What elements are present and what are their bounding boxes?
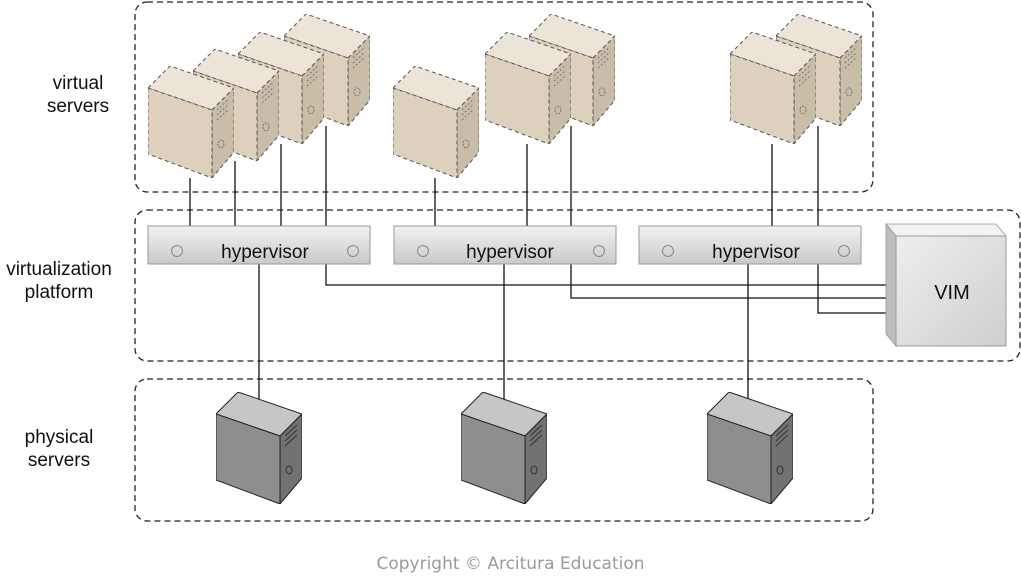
layer-label-line: servers: [27, 450, 91, 471]
hypervisor-label: hypervisor: [712, 242, 800, 263]
layer-label-physical-servers: physical servers: [0, 426, 118, 472]
layer-label-virtualization-platform: virtualization platform: [0, 258, 118, 304]
virtual-layer-boundary: [134, 1, 874, 193]
vim-box: VIM: [885, 222, 1007, 348]
layer-label-line: physical: [24, 427, 94, 448]
layer-label-line: platform: [24, 282, 94, 303]
layer-label-virtual-servers: virtual servers: [18, 72, 138, 118]
physical-server: [216, 392, 302, 504]
vm-connectors: [189, 126, 819, 226]
physical-layer-boundary: [134, 378, 874, 522]
layer-label-line: virtual: [52, 73, 104, 94]
hypervisor-3: hypervisor: [637, 225, 863, 265]
hypervisor-label: hypervisor: [466, 242, 554, 263]
virtual-server: [393, 66, 479, 178]
layer-label-line: servers: [46, 96, 110, 117]
hypervisor-1: hypervisor: [146, 225, 372, 265]
platform-layer-boundary: [134, 209, 1021, 362]
copyright-notice: Copyright © Arcitura Education: [376, 554, 645, 574]
host-connectors: [258, 264, 749, 413]
physical-server: [707, 392, 793, 504]
hypervisor-label: hypervisor: [221, 242, 309, 263]
hypervisor-2: hypervisor: [392, 225, 618, 265]
vim-label: VIM: [934, 282, 970, 304]
layer-label-line: virtualization: [6, 259, 112, 280]
vim-connectors: [325, 264, 890, 314]
physical-server: [461, 392, 547, 504]
